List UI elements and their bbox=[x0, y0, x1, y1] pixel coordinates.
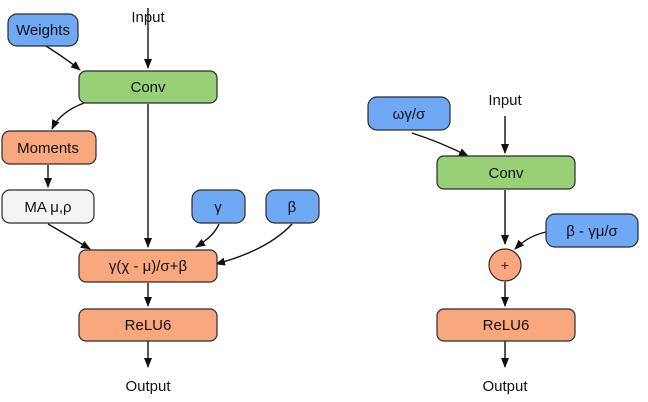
add-node bbox=[488, 248, 522, 282]
moments-node bbox=[1, 130, 97, 165]
right-conv-node bbox=[436, 155, 576, 190]
left-relu-node bbox=[78, 308, 218, 342]
gamma-label: γ bbox=[214, 199, 222, 216]
left-conv-label: Conv bbox=[130, 79, 166, 96]
weights-label: Weights bbox=[16, 22, 70, 39]
right-input-label: Input bbox=[488, 92, 522, 109]
bn-node bbox=[78, 249, 218, 283]
ma-label: MA μ,ρ bbox=[24, 199, 71, 216]
right-relu-node bbox=[436, 308, 576, 342]
left-output-label: Output bbox=[125, 378, 171, 395]
edge-folded-weights-to-conv bbox=[411, 132, 469, 157]
right-diagram: ωγ/σ Input Conv β - γμ/σ + ReLU6 Output bbox=[367, 92, 639, 395]
bn-label: γ(χ - μ)/σ+β bbox=[109, 258, 188, 275]
folded-weights-node bbox=[367, 96, 451, 131]
edge-ma-to-bn bbox=[47, 223, 91, 250]
weights-node bbox=[7, 13, 79, 47]
beta-node bbox=[265, 189, 320, 224]
folded-bias-node bbox=[545, 213, 639, 248]
folded-bias-label: β - γμ/σ bbox=[566, 223, 618, 240]
ma-node bbox=[1, 189, 95, 224]
folded-weights-label: ωγ/σ bbox=[393, 106, 426, 123]
edge-conv-to-moments bbox=[51, 102, 85, 130]
right-output-label: Output bbox=[482, 378, 528, 395]
left-conv-node bbox=[78, 70, 218, 104]
add-label: + bbox=[501, 257, 509, 273]
left-input-label: Input bbox=[131, 9, 165, 26]
left-relu-label: ReLU6 bbox=[125, 317, 172, 334]
edge-weights-to-conv bbox=[45, 45, 81, 71]
right-relu-label: ReLU6 bbox=[483, 317, 530, 334]
left-diagram: Weights Input Conv Moments MA μ,ρ γ β γ(… bbox=[1, 8, 320, 395]
beta-label: β bbox=[288, 199, 297, 216]
right-conv-label: Conv bbox=[488, 165, 524, 182]
moments-label: Moments bbox=[17, 140, 79, 157]
edge-gamma-to-bn bbox=[195, 223, 220, 248]
edge-folded-bias-to-add bbox=[514, 231, 547, 250]
gamma-node bbox=[191, 189, 246, 224]
edge-beta-to-bn bbox=[215, 223, 293, 266]
